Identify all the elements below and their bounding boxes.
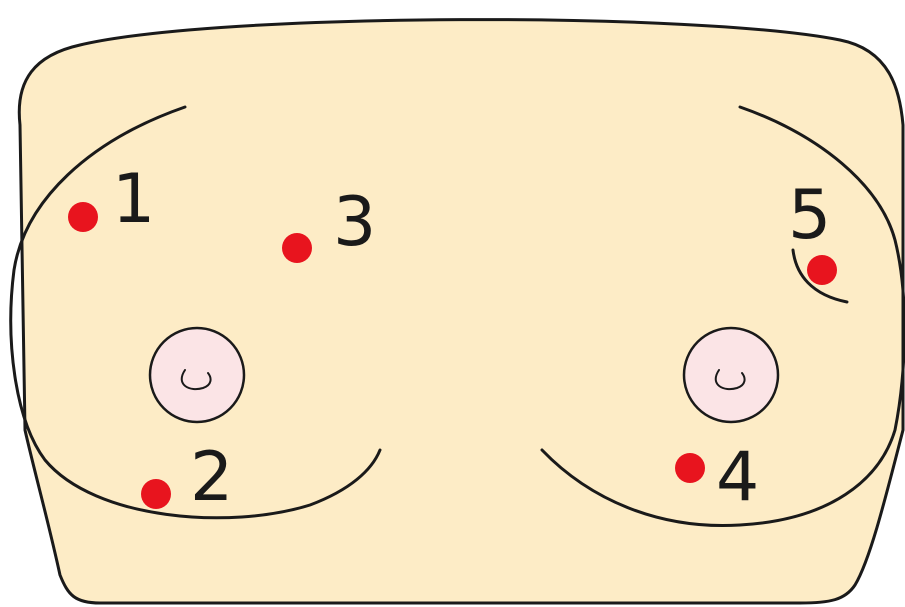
right-nipple	[714, 369, 746, 390]
marker-label-5: 5	[788, 176, 831, 255]
left-nipple	[180, 369, 212, 390]
marker-dot-4	[675, 453, 705, 483]
marker-label-4: 4	[716, 438, 759, 517]
marker-dot-5	[807, 255, 837, 285]
marker-label-2: 2	[190, 438, 233, 517]
left-areola	[148, 326, 246, 424]
marker-label-3: 3	[333, 183, 376, 262]
torso-outline	[17, 18, 905, 605]
armpit-fold	[791, 248, 849, 304]
marker-dot-2	[141, 479, 171, 509]
marker-dot-1	[68, 202, 98, 232]
right-areola	[682, 326, 780, 424]
left-breast-contour	[9, 105, 382, 520]
marker-dot-3	[282, 233, 312, 263]
right-breast-contour	[540, 105, 905, 528]
marker-label-1: 1	[112, 160, 155, 239]
